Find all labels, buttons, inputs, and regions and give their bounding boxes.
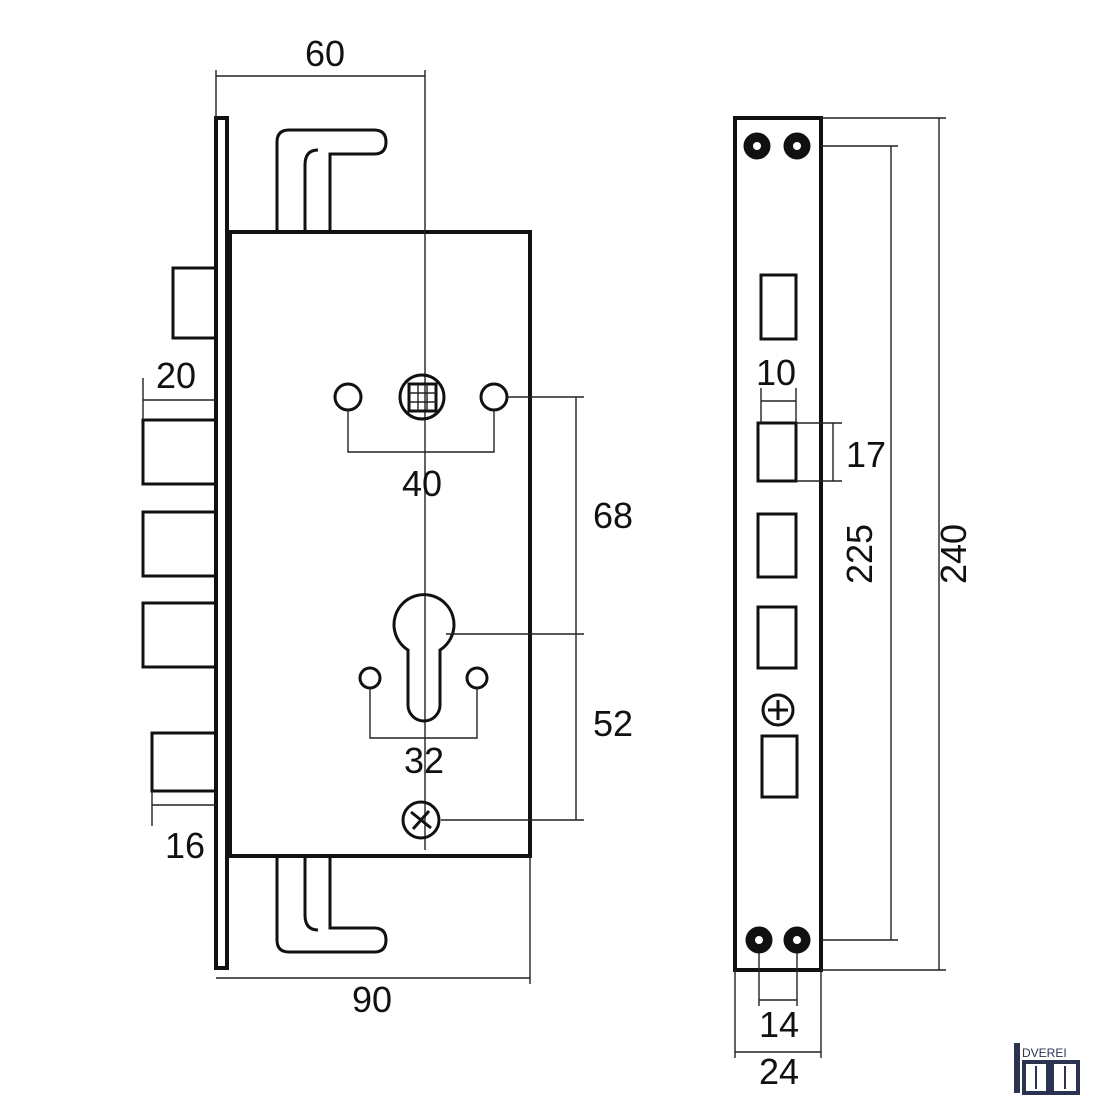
dim-label-40: 40 xyxy=(402,463,442,504)
logo-zero-1 xyxy=(1022,1060,1050,1095)
lock-faceplate-side xyxy=(214,116,229,970)
faceplate-slot-5 xyxy=(760,734,799,799)
faceplate-slot-2 xyxy=(756,421,798,483)
spindle-square xyxy=(407,382,438,413)
faceplate-front xyxy=(733,116,823,972)
cylinder-screw-hole-left xyxy=(358,666,382,690)
dim-label-16: 16 xyxy=(165,825,205,866)
screw-highlight xyxy=(793,936,801,944)
deadbolt-1 xyxy=(141,418,218,486)
screw-highlight xyxy=(753,142,761,150)
dim-label-225: 225 xyxy=(839,524,880,584)
logo-text: DVEREI xyxy=(1022,1046,1067,1060)
brand-logo: DVEREI xyxy=(1014,1043,1080,1095)
dim-label-14: 14 xyxy=(759,1004,799,1045)
dim-label-52: 52 xyxy=(593,703,633,744)
screw-highlight xyxy=(755,936,763,944)
latch-follower-cross xyxy=(410,810,432,830)
dim-label-10: 10 xyxy=(756,352,796,393)
handle-screw-hole-left xyxy=(333,382,363,412)
dim-label-90: 90 xyxy=(352,979,392,1020)
dim-line-40 xyxy=(347,410,495,453)
screw-highlight xyxy=(793,142,801,150)
dim-label-32: 32 xyxy=(404,740,444,781)
phillips-cross xyxy=(768,700,788,720)
deadbolt-2 xyxy=(141,510,218,578)
dim-label-20: 20 xyxy=(156,355,196,396)
logo-zero-2 xyxy=(1050,1060,1080,1095)
latch-follower-hole xyxy=(401,800,441,840)
spindle-cross-grid xyxy=(409,384,436,411)
dim-label-24: 24 xyxy=(759,1051,799,1092)
handle-screw-hole-right xyxy=(479,382,509,412)
top-hook-bolt xyxy=(275,128,388,232)
faceplate-slot-1 xyxy=(759,273,798,341)
bottom-hook-bolt xyxy=(275,856,388,954)
spindle-hole xyxy=(398,373,446,421)
dim-label-60: 60 xyxy=(305,33,345,74)
dim-line-32 xyxy=(369,688,478,739)
dim-label-68: 68 xyxy=(593,495,633,536)
euro-cylinder-cutout xyxy=(392,593,456,723)
faceplate-slot-3 xyxy=(756,512,798,579)
upper-latch-block xyxy=(171,266,218,340)
faceplate-slot-4 xyxy=(756,605,798,670)
dim-label-17: 17 xyxy=(846,434,886,475)
faceplate-front-view xyxy=(733,116,946,1058)
lock-case xyxy=(228,230,532,858)
deadbolt-3 xyxy=(141,601,218,669)
cylinder-screw-hole-right xyxy=(465,666,489,690)
logo-bar xyxy=(1014,1043,1020,1093)
dim-label-240: 240 xyxy=(933,524,974,584)
phillips-screw xyxy=(761,693,795,727)
lock-body-view xyxy=(141,70,584,984)
lower-latch-block xyxy=(150,731,218,793)
